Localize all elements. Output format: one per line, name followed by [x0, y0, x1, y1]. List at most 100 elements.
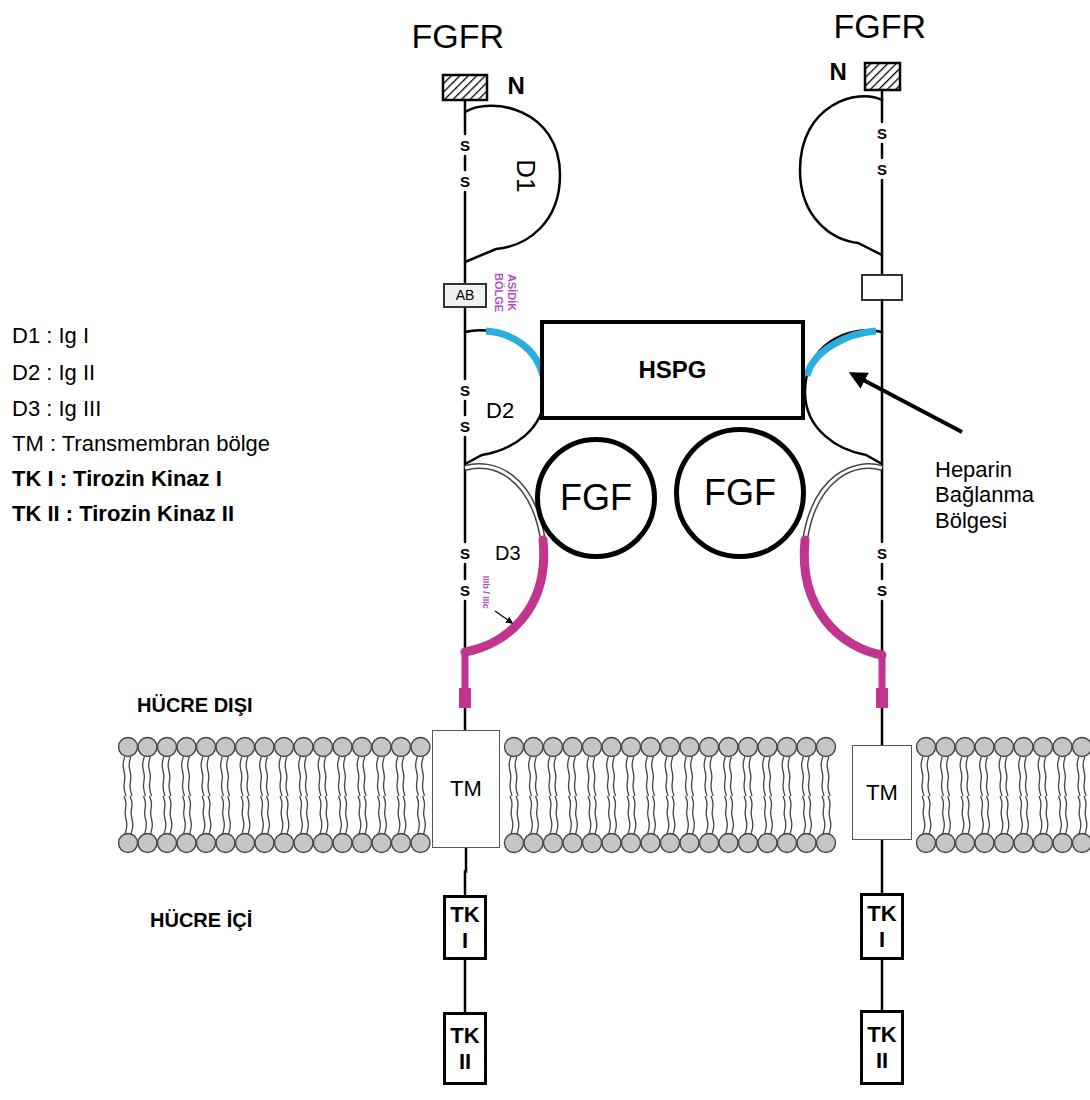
lipid-head	[411, 834, 430, 853]
lipid-tail	[344, 756, 347, 796]
splice-region	[465, 540, 544, 652]
lipid-head	[1034, 834, 1053, 853]
lipid-tail	[422, 756, 425, 796]
fgf-circle: FGF	[535, 437, 657, 559]
lipid-head	[739, 738, 758, 757]
lipid-head	[158, 834, 177, 853]
lipid-head	[294, 738, 313, 757]
lipid-head	[602, 834, 621, 853]
lipid-tail	[1000, 796, 1003, 834]
lipid-tail	[306, 796, 309, 834]
lipid-tail	[1005, 756, 1008, 796]
lipid-tail	[130, 796, 133, 834]
lipid-tail	[808, 756, 811, 796]
lipid-tail	[770, 796, 773, 834]
node-text: TM	[866, 780, 898, 805]
sulfur-atom: S	[460, 137, 470, 154]
region-label: HÜCRE DIŞI	[137, 694, 253, 717]
lipid-head	[216, 834, 235, 853]
lipid-tail	[396, 756, 399, 796]
lipid-tail	[789, 796, 792, 834]
lipid-tail	[357, 756, 360, 796]
lipid-head	[700, 738, 719, 757]
lipid-head	[255, 834, 274, 853]
lipid-tail	[568, 756, 571, 796]
lipid-head	[392, 738, 411, 757]
node-text: TK I	[450, 902, 479, 953]
lipid-tail	[671, 756, 674, 796]
lipid-tail	[529, 756, 532, 796]
lipid-tail	[672, 796, 675, 834]
lipid-head	[216, 738, 235, 757]
node-text: FGF	[704, 472, 776, 513]
lipid-tail	[183, 796, 186, 834]
lipid-tail	[614, 796, 617, 834]
lipid-head	[719, 738, 738, 757]
lipid-tail	[632, 756, 635, 796]
domain-label: D3	[495, 542, 521, 565]
lipid-tail	[516, 796, 519, 834]
lipid-tail	[515, 756, 518, 796]
lipid-tail	[608, 796, 611, 834]
lipid-tail	[260, 756, 263, 796]
lipid-tail	[749, 756, 752, 796]
key-text: TK I : Tirozin Kinaz I	[12, 466, 222, 491]
splice-region	[804, 540, 882, 655]
lipid-tail	[731, 796, 734, 834]
lipid-tail	[960, 756, 963, 796]
ig-domain-loop	[805, 330, 882, 464]
ig-domain-loop	[465, 106, 560, 262]
lipid-head	[622, 738, 641, 757]
transmembrane-box: TM	[852, 745, 912, 840]
lipid-head	[758, 834, 777, 853]
lipid-tail	[803, 796, 806, 834]
lipid-tail	[324, 756, 327, 796]
transmembrane-box: TM	[432, 730, 500, 848]
lipid-head	[975, 834, 994, 853]
node-text: TM	[450, 776, 482, 801]
circle-outline	[677, 430, 804, 557]
lipid-head	[563, 738, 582, 757]
lipid-head	[138, 834, 157, 853]
lipid-tail	[986, 756, 989, 796]
lipid-tail	[827, 756, 830, 796]
lipid-tail	[168, 756, 171, 796]
lipid-head	[563, 834, 582, 853]
lipid-tail	[416, 756, 419, 796]
lipid-tail	[653, 796, 656, 834]
sulfur-atom: S	[460, 173, 470, 190]
lipid-tail	[300, 796, 303, 834]
lipid-tail	[730, 756, 733, 796]
lipid-tail	[338, 756, 341, 796]
lipid-tail	[221, 756, 224, 796]
chain-line	[464, 437, 467, 542]
lipid-head	[680, 834, 699, 853]
lipid-tail	[363, 756, 366, 796]
lipid-tail	[646, 756, 649, 796]
lipid-tail	[144, 796, 147, 834]
chain-connector	[464, 960, 467, 1012]
ig-domain-loop	[800, 96, 882, 255]
lipid-tail	[724, 756, 727, 796]
lipid-tail	[202, 796, 205, 834]
lipid-head	[255, 738, 274, 757]
lipid-tail	[704, 756, 707, 796]
lipid-tail	[1045, 796, 1048, 834]
lipid-head	[917, 738, 936, 757]
lipid-tail	[208, 796, 211, 834]
lipid-tail	[743, 756, 746, 796]
lipid-tail	[228, 796, 231, 834]
lipid-head	[353, 834, 372, 853]
lipid-tail	[947, 756, 950, 796]
receptor-title: FGFR	[412, 17, 505, 56]
lipid-head	[333, 738, 352, 757]
lipid-tail	[1083, 756, 1086, 796]
lipid-tail	[1064, 756, 1067, 796]
lipid-tail	[325, 796, 328, 834]
lipid-tail	[769, 756, 772, 796]
lipid-tail	[188, 756, 191, 796]
chain-line	[464, 601, 467, 652]
lipid-tail	[318, 756, 321, 796]
node-text: TK II	[867, 1022, 896, 1073]
lipid-head	[622, 834, 641, 853]
